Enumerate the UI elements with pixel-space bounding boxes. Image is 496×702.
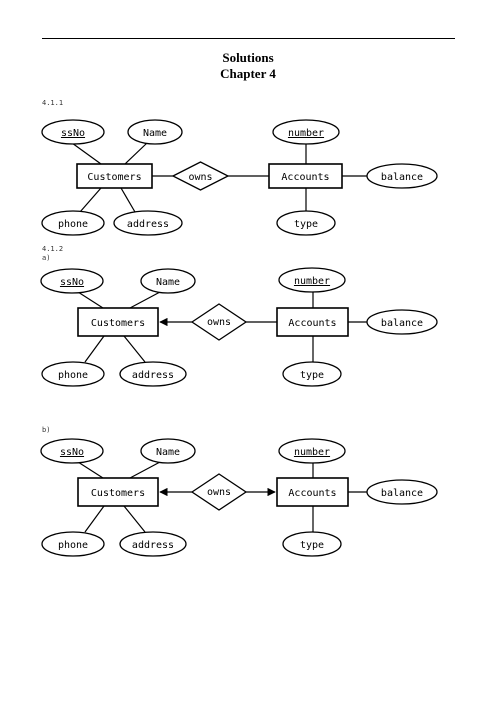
attribute-ssno <box>41 119 105 145</box>
attribute-phone-label: phone <box>58 219 88 230</box>
attribute-type <box>282 531 342 557</box>
section-label-4-1-2: 4.1.2 <box>42 245 64 253</box>
entity-accounts <box>276 307 349 337</box>
attribute-address-label: address <box>132 370 174 381</box>
line-phone <box>84 335 105 363</box>
entity-customers <box>77 477 159 507</box>
line-ssno <box>77 461 104 479</box>
attribute-phone <box>41 361 105 387</box>
attribute-number <box>272 119 340 145</box>
entity-customers <box>77 307 159 337</box>
er-diagram-4-1-2-a: ssNo Name Customers owns Accounts number… <box>40 267 438 387</box>
er-diagram-b: ssNo Name Customers owns Accounts number… <box>40 438 438 557</box>
attribute-name-label: Name <box>156 277 180 288</box>
line-name <box>129 291 161 309</box>
page-title: Solutions <box>222 50 274 65</box>
attribute-phone-label: phone <box>58 370 88 381</box>
header-rule <box>42 38 455 39</box>
attribute-ssno-label: ssNo <box>61 128 85 139</box>
attribute-address-label: address <box>132 540 174 551</box>
line-ssno <box>71 142 102 165</box>
line-address <box>120 187 136 213</box>
attribute-ssno <box>40 438 104 464</box>
attribute-number-label: number <box>288 128 324 139</box>
attribute-name <box>140 268 196 294</box>
line-address <box>123 505 146 533</box>
attribute-balance <box>366 479 438 505</box>
attribute-ssno <box>40 268 104 294</box>
relationship-owns <box>171 161 230 191</box>
attribute-number-label: number <box>294 447 330 458</box>
line-ssno <box>77 291 104 309</box>
attribute-number <box>278 267 346 293</box>
er-diagram-4-1-1: ssNo Name Customers owns Accounts number… <box>41 119 438 236</box>
attribute-number <box>278 438 346 464</box>
attribute-phone <box>41 210 105 236</box>
attribute-number-label: number <box>294 276 330 287</box>
relationship-owns-label: owns <box>188 172 212 183</box>
chapter-title: Chapter 4 <box>220 66 276 81</box>
attribute-phone <box>41 531 105 557</box>
attribute-balance <box>366 163 438 189</box>
attribute-phone-label: phone <box>58 540 88 551</box>
line-address <box>123 335 146 363</box>
attribute-type-label: type <box>294 219 318 230</box>
line-name <box>129 461 161 479</box>
entity-customers-label: Customers <box>91 318 145 329</box>
attribute-name-label: Name <box>156 447 180 458</box>
relationship-owns-label: owns <box>207 487 231 498</box>
attribute-type <box>276 210 336 236</box>
relationship-owns <box>190 303 248 341</box>
attribute-balance-label: balance <box>381 488 423 499</box>
attribute-name <box>140 438 196 464</box>
entity-customers-label: Customers <box>91 488 145 499</box>
line-name <box>124 142 148 165</box>
entity-accounts-label: Accounts <box>288 488 336 499</box>
entity-accounts-label: Accounts <box>281 172 329 183</box>
attribute-balance <box>366 309 438 335</box>
attribute-ssno-label: ssNo <box>60 277 84 288</box>
attribute-name-label: Name <box>143 128 167 139</box>
attribute-address <box>119 361 187 387</box>
attribute-type-label: type <box>300 370 324 381</box>
entity-customers-label: Customers <box>87 172 141 183</box>
attribute-balance-label: balance <box>381 172 423 183</box>
entity-accounts <box>268 163 343 189</box>
attribute-balance-label: balance <box>381 318 423 329</box>
section-label-4-1-1: 4.1.1 <box>42 99 64 107</box>
attribute-address-label: address <box>127 219 169 230</box>
entity-accounts-label: Accounts <box>288 318 336 329</box>
entity-accounts <box>276 477 349 507</box>
attribute-address <box>113 210 183 236</box>
line-phone <box>84 505 105 533</box>
entity-customers <box>76 163 153 189</box>
relationship-owns-label: owns <box>207 317 231 328</box>
attribute-type-label: type <box>300 540 324 551</box>
attribute-ssno-label: ssNo <box>60 447 84 458</box>
line-phone <box>79 187 102 213</box>
attribute-name <box>127 119 183 145</box>
attribute-type <box>282 361 342 387</box>
relationship-owns <box>190 473 248 511</box>
attribute-address <box>119 531 187 557</box>
section-label-b: b) <box>42 426 51 434</box>
section-sublabel-a: a) <box>42 254 51 262</box>
